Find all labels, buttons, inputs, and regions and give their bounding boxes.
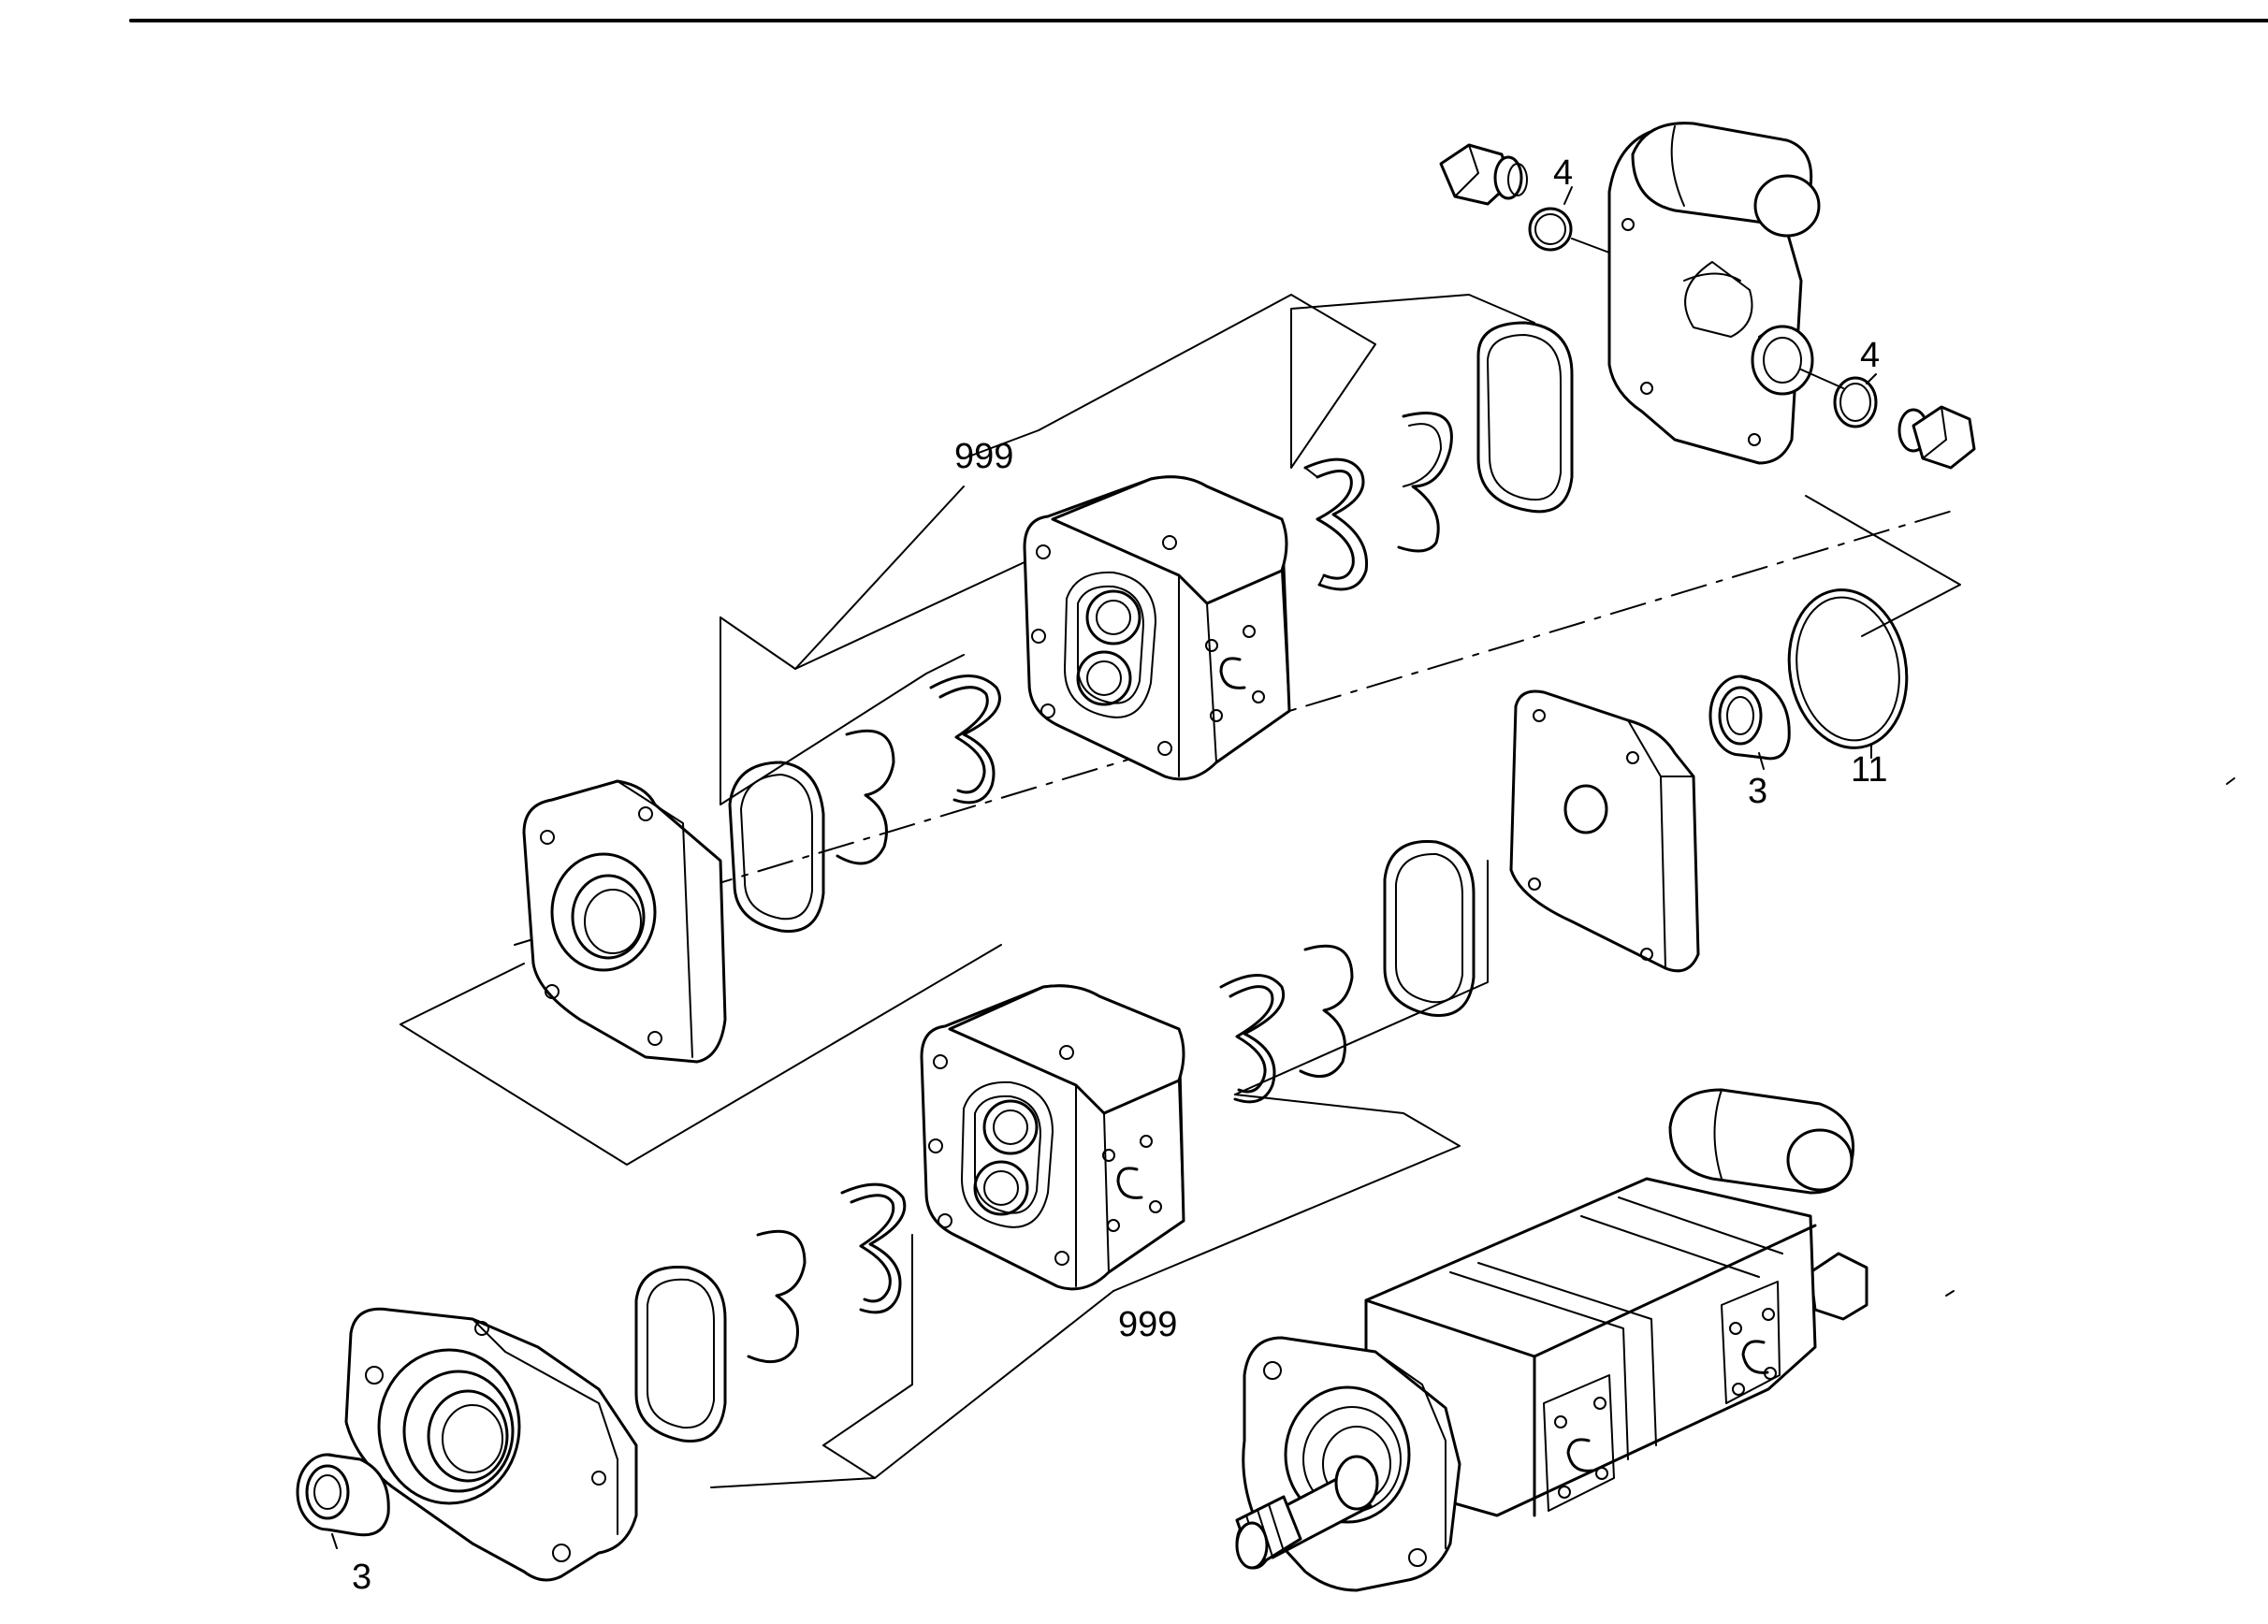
pump-housing-upper [1023,475,1291,781]
seal-clip-middle-right-b [1219,974,1285,1104]
callout-bearing-left: 3 [352,1558,371,1597]
oring-upper-left [728,761,825,933]
callout-bearing-right: 3 [1748,772,1767,811]
oring-large-right [1787,588,1909,749]
seal-clip-upper-left-a [929,674,1001,805]
mounting-flange-lower [344,1307,638,1582]
seal-clip-middle-right-a [1299,944,1354,1079]
seal-ring-top-left [1528,207,1610,254]
plug-top-left [1439,143,1528,206]
callout-group: 4 4 3 11 3 999 999 [331,153,1887,1597]
rear-cover-plate [1509,689,1700,973]
stray-mark-lower-right [1945,1290,1955,1297]
seal-clip-upper-right-a [1397,412,1453,553]
callout-seal-top-left: 4 [1553,153,1573,193]
stray-mark-right [2226,777,2235,785]
callout-kit-lower: 999 [1118,1305,1177,1344]
end-cover-with-relief-valve [1607,122,1821,465]
oring-lower-left [634,1265,727,1443]
kit-bracket-middle [400,495,1961,1166]
callout-seal-top-right: 4 [1860,336,1880,375]
assembled-tandem-pump [1235,1088,1868,1592]
kit-bracket-lower [710,860,1489,1488]
callout-oring-right: 11 [1851,750,1887,790]
seal-clip-upper-right-b [1303,457,1369,591]
seal-clip-lower-left-a [840,1182,907,1314]
bearing-left [296,1453,390,1537]
seal-clip-upper-left-b [836,729,895,865]
callout-kit-upper: 999 [954,437,1013,476]
pump-housing-lower [920,984,1185,1291]
seal-clip-lower-left-b [747,1229,807,1364]
bearing-right [1708,674,1791,761]
seal-ring-top-right [1800,369,1878,428]
oring-middle-right [1383,840,1476,1017]
front-flange-upper [522,779,727,1064]
oring-upper-right [1476,321,1574,514]
plug-top-right [1897,405,1976,470]
